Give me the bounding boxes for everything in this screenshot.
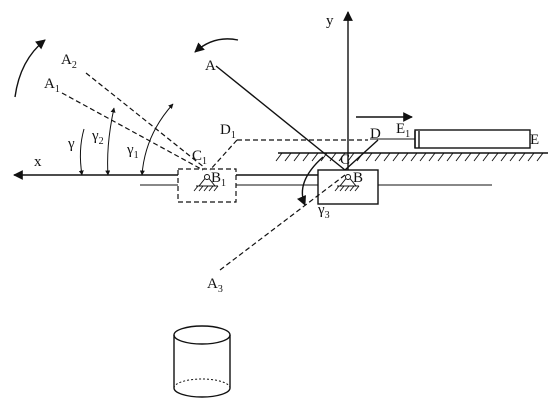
ground-hatch (509, 152, 517, 162)
block-B (317, 169, 379, 205)
rotation-arrow-left (14, 39, 46, 98)
label-D: D (370, 126, 381, 142)
ground-hatch (383, 152, 391, 162)
link-AC (215, 65, 346, 171)
rotation-arrow-A (194, 38, 239, 53)
ground-hatch (374, 152, 382, 162)
label-A3: A3 (207, 276, 223, 295)
slider-E (414, 129, 531, 149)
ground-hatch (473, 152, 481, 162)
label-E: E (530, 132, 539, 148)
ground-hatch (464, 152, 472, 162)
ground-hatch (365, 152, 373, 162)
ground-hatch (401, 152, 409, 162)
label-x: x (34, 154, 42, 170)
link-CD (344, 139, 379, 171)
ground-hatch (419, 152, 427, 162)
angle-gamma2-arc (105, 107, 116, 176)
ground-hatch (284, 152, 292, 162)
ground-hatch (311, 152, 319, 162)
label-C: C (340, 152, 350, 168)
ground-hatch (482, 152, 490, 162)
label-gamma: γ (67, 136, 75, 152)
label-gamma1: γ1 (126, 142, 139, 161)
ground-hatch (446, 152, 454, 162)
label-gamma2: γ2 (91, 128, 104, 147)
ground-hatch (338, 152, 346, 162)
ground-hatch (392, 152, 400, 162)
block-B1 (177, 168, 237, 203)
angle-gamma1-arc (139, 103, 174, 176)
ground-rail (275, 152, 548, 162)
label-C1: C1 (192, 148, 207, 167)
label-D1: D1 (220, 122, 236, 141)
label-gamma3: γ3 (317, 202, 330, 221)
ground-hatch (491, 152, 499, 162)
rotation-arrow-gamma3 (296, 156, 324, 206)
link-A3-C (219, 174, 346, 271)
angle-gamma-arc (78, 128, 85, 176)
ground-hatch (527, 152, 535, 162)
ground-hatch (275, 152, 283, 162)
label-A1: A1 (44, 76, 60, 95)
ground-hatch (329, 152, 337, 162)
label-E1: E1 (396, 121, 410, 140)
ground-hatch (428, 152, 436, 162)
label-B1: B1 (211, 170, 226, 189)
ground-hatch (500, 152, 508, 162)
ground-hatch (437, 152, 445, 162)
ground-hatch (293, 152, 301, 162)
label-y: y (326, 13, 334, 29)
ground-hatch (302, 152, 310, 162)
ground-hatch (347, 152, 355, 162)
link-D1-C1 (209, 139, 238, 171)
label-A2: A2 (61, 52, 77, 71)
ground-hatch (518, 152, 526, 162)
link-A1-C1 (61, 92, 204, 171)
ground-hatch (455, 152, 463, 162)
cylinder (173, 325, 231, 398)
ground-hatch (410, 152, 418, 162)
ground-hatch (536, 152, 544, 162)
label-B: B (353, 170, 363, 186)
label-A: A (205, 58, 216, 74)
